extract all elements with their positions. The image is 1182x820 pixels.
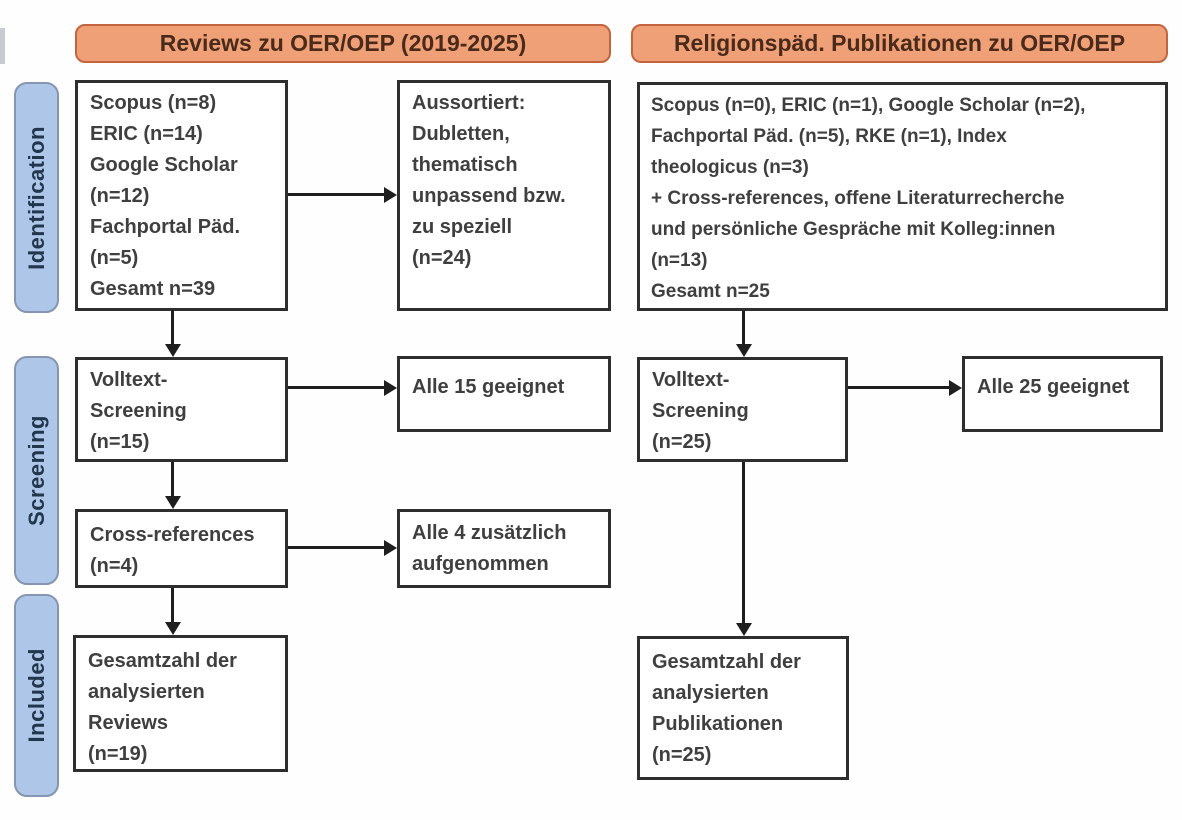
stage-label-included-text: Included — [23, 648, 49, 743]
box-left-identification-sources: Scopus (n=8) ERIC (n=14) Google Scholar … — [75, 80, 288, 311]
box-left-fulltext-screening: Volltext- Screening (n=15) — [75, 357, 288, 462]
box-left-eligible: Alle 15 geeignet — [397, 356, 611, 432]
stage-label-screening-text: Screening — [23, 415, 49, 526]
scan-artifact — [0, 28, 5, 64]
arrow-crossref-to-total-icon — [164, 588, 181, 635]
box-right-eligible: Alle 25 geeignet — [962, 356, 1163, 432]
box-right-fulltext-screening: Volltext- Screening (n=25) — [637, 357, 848, 462]
column-header-reviews: Reviews zu OER/OEP (2019-2025) — [75, 24, 611, 63]
arrow-fulltext-to-eligible-right-icon — [848, 379, 962, 396]
stage-label-included: Included — [14, 594, 59, 797]
arrow-fulltext-to-total-right-icon — [735, 462, 752, 636]
box-right-identification-sources: Scopus (n=0), ERIC (n=1), Google Scholar… — [637, 82, 1168, 311]
box-left-added: Alle 4 zusätzlich aufgenommen — [397, 509, 611, 588]
box-left-excluded: Aussortiert: Dubletten, thematisch unpas… — [397, 80, 611, 311]
arrow-sources-to-excluded-icon — [288, 186, 397, 203]
arrow-fulltext-to-crossref-icon — [164, 462, 181, 509]
arrow-sources-to-fulltext-left-icon — [164, 310, 181, 357]
column-header-religionspaed: Religionspäd. Publikationen zu OER/OEP — [631, 24, 1168, 63]
stage-label-screening: Screening — [14, 356, 59, 585]
stage-label-identification-text: Identification — [23, 125, 49, 270]
box-right-total-included: Gesamtzahl der analysierten Publikatione… — [637, 636, 849, 780]
stage-label-identification: Identification — [14, 82, 59, 313]
arrow-crossref-to-added-icon — [288, 539, 397, 556]
box-left-total-included: Gesamtzahl der analysierten Reviews (n=1… — [73, 635, 288, 772]
box-left-cross-references: Cross-references (n=4) — [75, 509, 288, 588]
arrow-fulltext-to-eligible-left-icon — [288, 379, 397, 396]
arrow-sources-to-fulltext-right-icon — [735, 311, 752, 357]
